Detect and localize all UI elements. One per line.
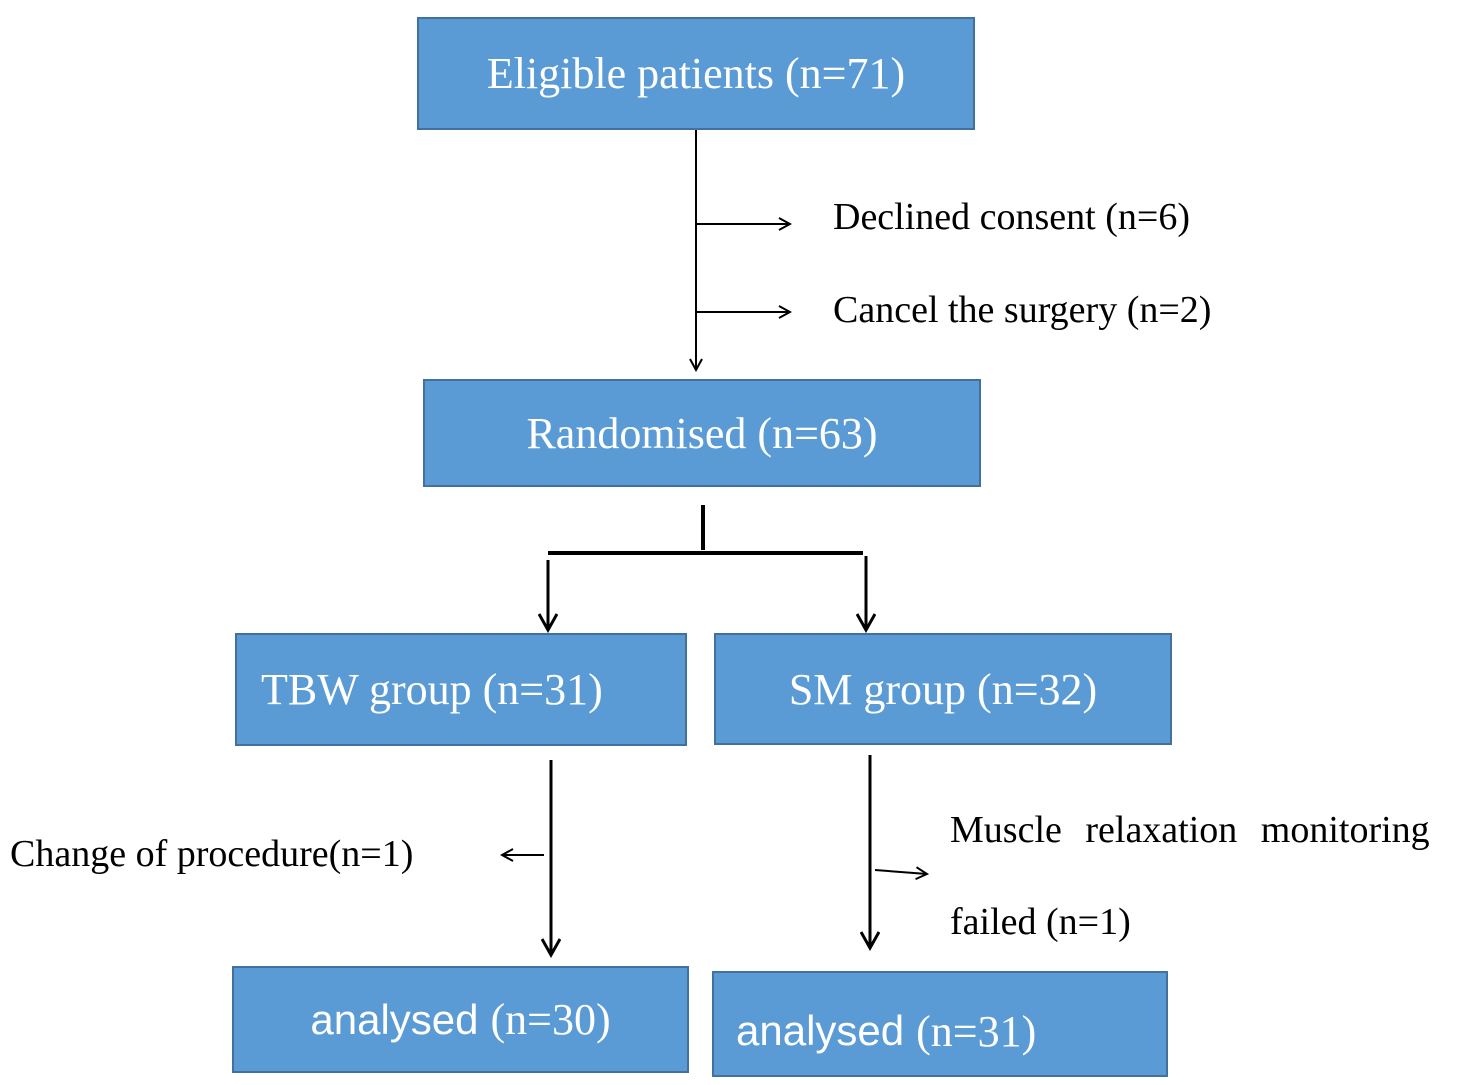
tbw-group-label: TBW group (n=31) [261,665,603,714]
arrow-muscle-monitoring [874,870,927,874]
declined-consent-note: Declined consent (n=6) [833,196,1190,238]
cancel-surgery-note: Cancel the surgery (n=2) [833,289,1212,331]
eligible-patients-label: Eligible patients (n=71) [486,49,906,98]
analysed-tbw-box: analysed (n=30) [232,966,689,1073]
muscle-monitoring-note-line1: Muscle relaxation monitoring [950,809,1430,851]
eligible-patients-box: Eligible patients (n=71) [417,17,975,130]
muscle-monitoring-note-line2: failed (n=1) [950,901,1131,943]
analysed-sm-word: analysed [736,1007,905,1054]
analysed-tbw-word: analysed [310,995,479,1043]
sm-group-label: SM group (n=32) [788,664,1098,714]
analysed-tbw-count: (n=30) [490,995,611,1044]
tbw-group-box: TBW group (n=31) [235,633,687,746]
change-procedure-note: Change of procedure(n=1) [10,833,414,875]
analysed-sm-box: analysed (n=31) [712,971,1168,1077]
randomised-box: Randomised (n=63) [423,379,981,487]
analysed-sm-count: (n=31) [916,1006,1037,1056]
sm-group-box: SM group (n=32) [714,633,1172,745]
randomised-label: Randomised (n=63) [526,408,878,458]
